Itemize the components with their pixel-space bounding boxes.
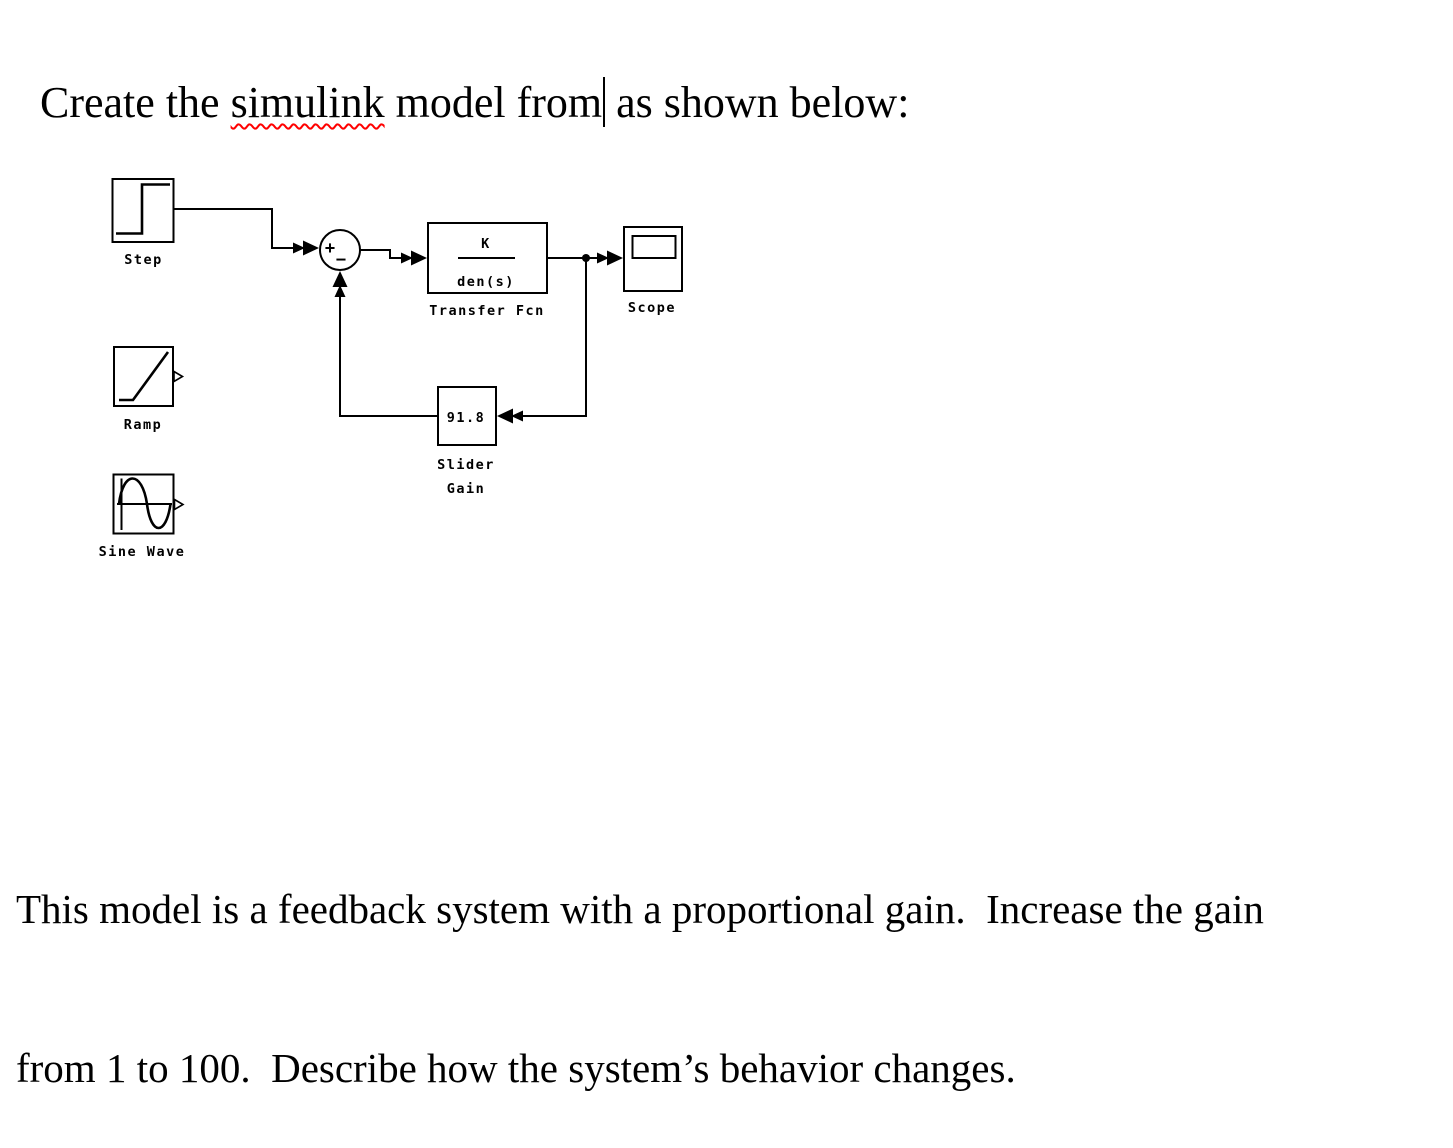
sine-wave-output-port	[173, 498, 185, 511]
transfer-fcn-denominator: den(s)	[457, 274, 515, 290]
ramp-icon	[119, 351, 170, 402]
sine-wave-block: Sine Wave	[99, 473, 186, 560]
slider-gain-label-line2: Gain	[447, 481, 486, 497]
arrowhead-into-sum-bottom	[332, 271, 348, 297]
sine-wave-icon	[117, 477, 172, 530]
wire-slidergain-to-sum	[339, 296, 438, 417]
ramp-label: Ramp	[124, 417, 163, 433]
slider-gain-body	[437, 386, 497, 446]
step-icon	[116, 183, 170, 235]
slider-gain-value: 91.8	[447, 410, 486, 426]
simulink-diagram[interactable]: Step + − K den(s) Transfer Fcn Scope	[0, 0, 1453, 917]
footer-text[interactable]: This model is a feedback system with a p…	[16, 777, 1264, 1148]
step-block: Step	[111, 178, 175, 268]
scope-label: Scope	[628, 300, 676, 316]
wire-branch-to-slidergain	[521, 258, 587, 417]
step-label: Step	[124, 252, 163, 268]
slider-gain-block: 91.8 Slider Gain	[437, 386, 497, 497]
wire-step-to-sum	[173, 208, 295, 249]
text-cursor	[603, 77, 606, 127]
footer-line2: from 1 to 100. Describe how the system’s…	[16, 1045, 1016, 1091]
heading-suffix: as shown below:	[605, 78, 910, 127]
sum-block: + −	[319, 229, 361, 271]
footer-line1: This model is a feedback system with a p…	[16, 886, 1264, 932]
sine-wave-label: Sine Wave	[99, 544, 186, 560]
transfer-fcn-label: Transfer Fcn	[429, 303, 545, 319]
ramp-output-port	[173, 370, 185, 383]
transfer-fcn-block: K den(s) Transfer Fcn	[427, 222, 548, 319]
arrowhead-into-scope	[597, 250, 623, 266]
scope-screen-icon	[631, 235, 677, 259]
arrowhead-into-transferfcn	[401, 250, 427, 266]
sum-minus-sign: −	[336, 250, 346, 270]
wire-sum-to-transferfcn	[360, 249, 403, 259]
heading-text[interactable]: Create the simulink model from as shown …	[18, 22, 909, 130]
slider-gain-label-line1: Slider	[437, 457, 495, 473]
heading-prefix: Create the	[40, 78, 231, 127]
transfer-fcn-body	[427, 222, 548, 294]
sum-plus-sign: +	[325, 239, 335, 259]
misspelled-word[interactable]: simulink	[230, 78, 385, 127]
transfer-fcn-numerator: K	[481, 236, 491, 252]
arrowhead-into-sum	[293, 240, 319, 256]
arrowhead-into-slidergain	[497, 408, 523, 424]
scope-block: Scope	[623, 226, 683, 316]
heading-middle: model from	[384, 78, 603, 127]
ramp-block: Ramp	[113, 346, 185, 433]
